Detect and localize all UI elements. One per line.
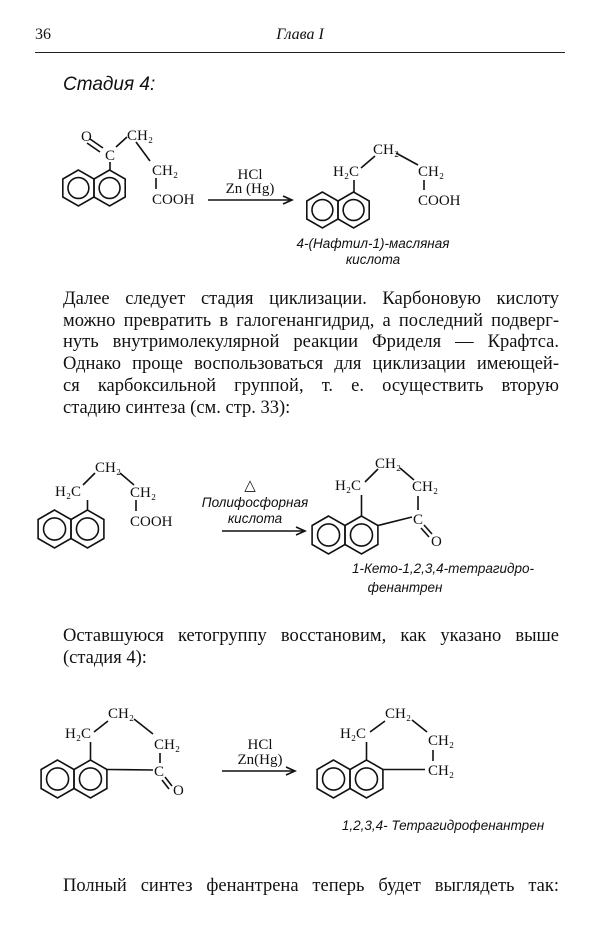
reaction3-reactant: H₂C CH₂ CH₂ C O xyxy=(40,706,184,799)
atom-ch2: CH₂ xyxy=(154,737,180,753)
aromatic-circle xyxy=(67,176,90,200)
benzene-ring xyxy=(349,759,384,799)
reaction2-reactant: H₂C CH₂ CH₂ COOH xyxy=(37,460,173,549)
benzene-ring xyxy=(337,191,371,229)
text-line: Полный синтез фенантрена теперь будет вы… xyxy=(63,876,559,896)
text-line: Оставшуюся кетогруппу восстановим, как у… xyxy=(63,626,559,646)
aromatic-circle xyxy=(42,517,67,541)
atom-ch2: CH₂ xyxy=(127,128,153,144)
aromatic-circle xyxy=(311,198,334,222)
compound-name: фенантрен xyxy=(368,580,443,595)
closing-line: Полный синтез фенантрена теперь будет вы… xyxy=(63,876,559,898)
reagent-label: Полифосфорная xyxy=(202,495,308,510)
atom-h2c: H₂C xyxy=(340,726,366,742)
stage-heading: Стадия 4: xyxy=(63,74,156,95)
benzene-ring xyxy=(73,759,108,799)
aromatic-circle xyxy=(78,767,103,791)
reaction3-product: H₂C CH₂ CH₂ CH₂ 1,2,3,4- Тетрагидрофенан… xyxy=(316,706,545,833)
atom-ch2: CH₂ xyxy=(95,460,121,476)
text-line: ся карбоксильной группой, т. е. осуществ… xyxy=(63,375,559,396)
atom-o: O xyxy=(431,534,442,550)
atom-ch2: CH₂ xyxy=(373,142,399,158)
atom-ch2: CH₂ xyxy=(418,164,444,180)
reaction2-arrow: △ Полифосфорная кислота xyxy=(202,478,308,536)
atom-cooh: COOH xyxy=(152,192,195,208)
reagent-label: Zn (Hg) xyxy=(226,181,275,197)
reaction2-product: H₂C CH₂ CH₂ C O 1-Кето-1,2,3,4-тетрагидр… xyxy=(311,456,535,595)
benzene-ring xyxy=(70,509,105,549)
reagent-label: кислота xyxy=(228,511,283,526)
atom-ch2: CH₂ xyxy=(375,456,401,472)
aromatic-circle xyxy=(75,517,100,541)
text-line: Однако проще воспользоваться для циклиза… xyxy=(63,354,559,375)
atom-ch2: CH₂ xyxy=(412,479,438,495)
atom-ch2: CH₂ xyxy=(428,763,454,779)
reaction3-arrow: HCl Zn(Hg) xyxy=(222,737,297,776)
atom-ch2: CH₂ xyxy=(385,706,411,722)
atom-ch2: CH₂ xyxy=(130,485,156,501)
reaction1-product: H₂C CH₂ CH₂ COOH 4-(Нафтил-1)-масляная к… xyxy=(297,142,461,267)
naphthalene-ring xyxy=(40,759,108,799)
heat-icon: △ xyxy=(244,478,256,494)
paragraph-cyclization: Далее следует стадия циклизации. Карбоно… xyxy=(63,289,559,419)
atom-c: C xyxy=(154,764,164,780)
text-line: можно превратить в галогенангидрид, а по… xyxy=(63,310,559,331)
reagent-label: HCl xyxy=(247,737,272,753)
compound-name: кислота xyxy=(346,252,401,267)
aromatic-circle xyxy=(98,176,121,200)
aromatic-circle xyxy=(349,523,374,547)
aromatic-circle xyxy=(342,198,365,222)
compound-name: 1,2,3,4- Тетрагидрофенантрен xyxy=(342,818,545,833)
compound-name: 1-Кето-1,2,3,4-тетрагидро- xyxy=(352,561,535,576)
naphthalene-ring xyxy=(37,509,105,549)
compound-name: 4-(Нафтил-1)-масляная xyxy=(297,236,450,251)
atom-ch2: CH₂ xyxy=(108,706,134,722)
atom-cooh: COOH xyxy=(418,193,461,209)
aromatic-circle xyxy=(354,767,379,791)
naphthalene-ring xyxy=(316,759,384,799)
benzene-ring xyxy=(344,515,379,555)
aromatic-circle xyxy=(321,767,346,791)
text-line: (стадия 4): xyxy=(63,647,147,668)
aromatic-circle xyxy=(316,523,341,547)
naphthalene-ring xyxy=(305,191,371,229)
atom-h2c: H₂C xyxy=(55,484,81,500)
atom-h2c: H₂C xyxy=(333,164,359,180)
reaction1-arrow: HCl Zn (Hg) xyxy=(208,167,294,205)
reagent-label: HCl xyxy=(237,167,262,183)
atom-h2c: H₂C xyxy=(335,478,361,494)
atom-ch2: CH₂ xyxy=(152,163,178,179)
aromatic-circle xyxy=(45,767,70,791)
header-rule xyxy=(35,52,565,53)
running-header-chapter: Глава I xyxy=(276,26,324,43)
atom-o: O xyxy=(173,783,184,799)
reagent-label: Zn(Hg) xyxy=(238,752,283,768)
benzene-ring xyxy=(93,169,126,207)
atom-c: C xyxy=(105,148,115,164)
atom-c: C xyxy=(413,512,423,528)
text-line: Далее следует стадия циклизации. Карбоно… xyxy=(63,289,559,309)
page-number: 36 xyxy=(35,26,51,43)
text-line: стадию синтеза (см. стр. 33): xyxy=(63,397,291,418)
atom-o: O xyxy=(81,129,92,145)
atom-ch2: CH₂ xyxy=(428,733,454,749)
naphthalene-ring xyxy=(61,169,126,207)
paragraph-reduction: Оставшуюся кетогруппу восстановим, как у… xyxy=(63,626,559,669)
text-line: нуть внутримолекулярной реакции Фриделя … xyxy=(63,332,559,353)
naphthalene-ring xyxy=(311,515,379,555)
reaction1-reactant: O C CH₂ CH₂ COOH xyxy=(61,128,195,208)
atom-h2c: H₂C xyxy=(65,726,91,742)
atom-cooh: COOH xyxy=(130,514,173,530)
